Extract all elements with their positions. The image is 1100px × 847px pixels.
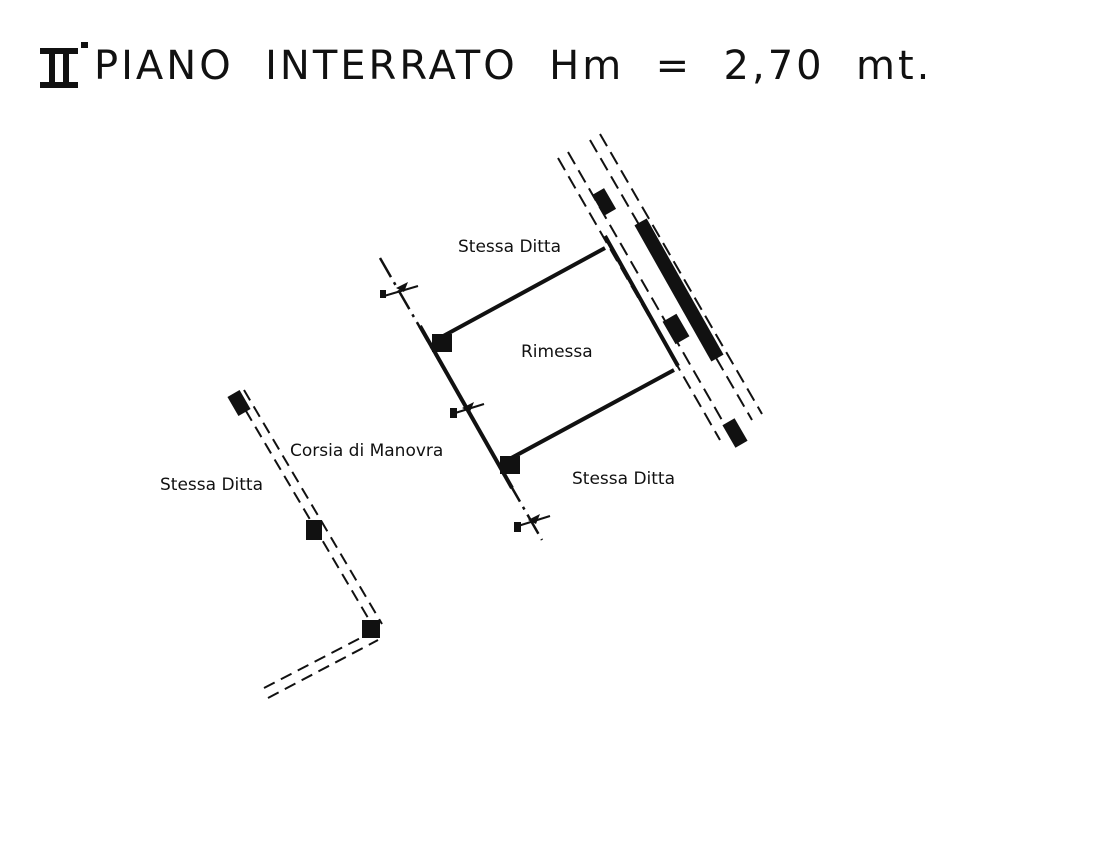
- pillar: [362, 620, 380, 638]
- right-boundary-wall: [557, 133, 763, 441]
- drawing-title: PIANO INTERRATO Hm = 2,70 mt.: [38, 36, 932, 96]
- pillar: [500, 456, 520, 474]
- label-bottom-neighbor: Stessa Ditta: [572, 469, 675, 489]
- pillar: [662, 313, 690, 345]
- section-mark-1: [380, 282, 419, 298]
- label-left-neighbor: Stessa Ditta: [160, 475, 263, 495]
- right-solid-wall: [634, 218, 724, 362]
- label-room: Rimessa: [521, 342, 593, 362]
- pillar: [306, 520, 322, 540]
- pillars: [227, 188, 748, 638]
- pillar: [591, 188, 617, 216]
- label-top-neighbor: Stessa Ditta: [458, 237, 561, 257]
- ordinal-degree-mark: [81, 42, 88, 48]
- pillar: [432, 334, 452, 352]
- section-mark-2: [450, 402, 485, 418]
- left-boundary-wall: [235, 389, 383, 699]
- rimessa-room-outline: [435, 235, 680, 464]
- pillar: [722, 418, 748, 448]
- roman-numeral-two-symbol: [40, 48, 78, 88]
- title-text: PIANO INTERRATO Hm = 2,70 mt.: [94, 43, 933, 89]
- corridor-axis-line: [378, 257, 544, 541]
- section-mark-3: [514, 514, 551, 532]
- pillar: [227, 389, 251, 417]
- label-corridor: Corsia di Manovra: [290, 441, 443, 461]
